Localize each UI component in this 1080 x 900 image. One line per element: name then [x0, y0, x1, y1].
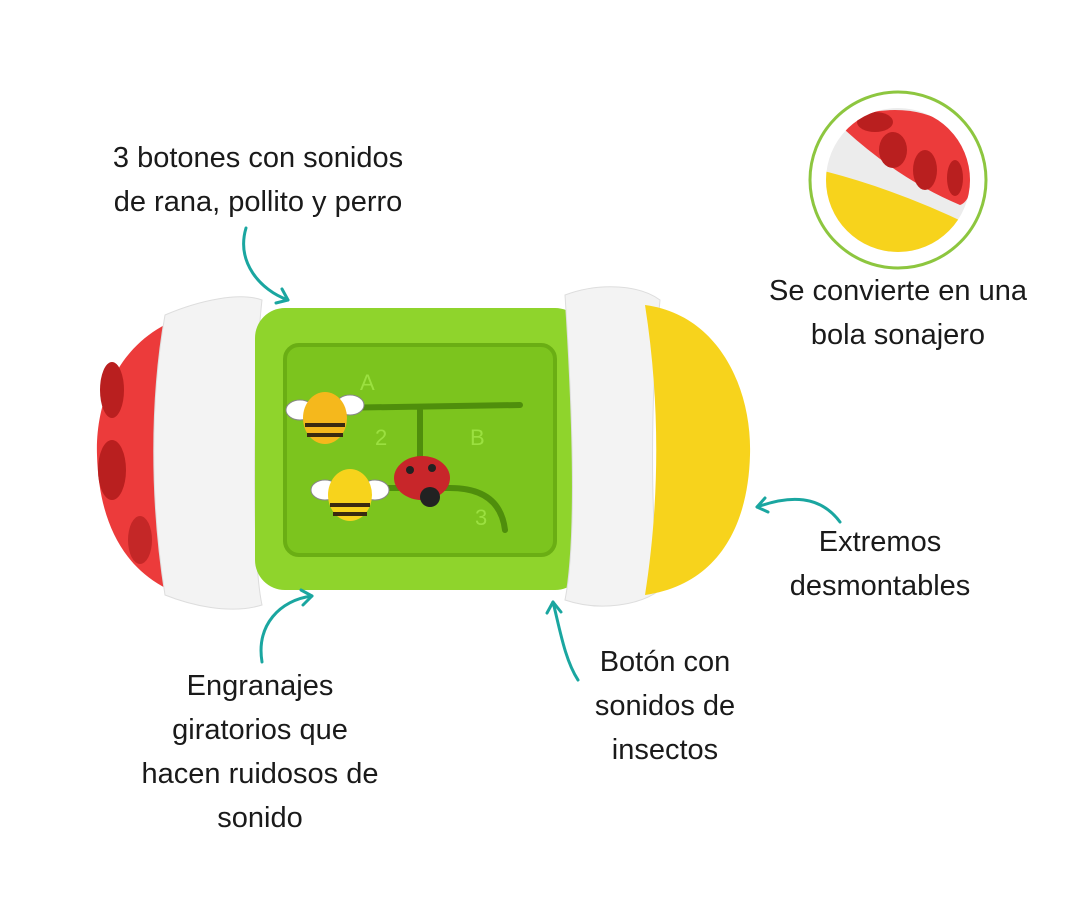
- white-right-collar: [564, 286, 661, 607]
- label-line: giratorios que: [172, 714, 348, 746]
- bee-button-icon: [285, 392, 365, 444]
- arrow-ends: [755, 496, 842, 524]
- panel-mark: A: [360, 370, 375, 395]
- white-left-collar: [153, 296, 263, 610]
- label-line: Botón con: [599, 646, 731, 678]
- arrow-insect-button: [545, 600, 580, 682]
- panel-mark: B: [470, 425, 485, 450]
- label-line: sonidos de: [594, 690, 736, 722]
- yellow-end-cap: [645, 305, 751, 595]
- panel-mark: 3: [475, 505, 487, 530]
- label-line: de rana, pollito y perro: [113, 186, 403, 218]
- label-ball-mode: Se convierte en una bola sonajero: [769, 269, 1027, 357]
- label-line: insectos: [611, 734, 719, 766]
- label-detachable-ends: Extremos desmontables: [790, 520, 971, 608]
- label-line: Engranajes: [186, 670, 334, 702]
- label-insect-button: Botón con sonidos de insectos: [595, 640, 735, 772]
- bee-button-icon: [310, 469, 390, 521]
- rattle-toy: A 2 B 3: [96, 286, 751, 610]
- ball-mode-inset: [808, 90, 988, 270]
- label-line: hacen ruidosos de: [141, 758, 379, 790]
- arrow-buttons: [242, 226, 290, 305]
- label-sound-buttons: 3 botones con sonidos de rana, pollito y…: [113, 136, 403, 224]
- label-line: bola sonajero: [810, 319, 986, 351]
- label-line: sonido: [217, 802, 303, 834]
- panel-mark: 2: [375, 425, 387, 450]
- label-line: 3 botones con sonidos: [112, 142, 404, 174]
- label-line: desmontables: [789, 570, 971, 602]
- arrow-gears: [259, 588, 314, 664]
- ladybug-button-icon: [394, 456, 450, 507]
- label-rotating-gears: Engranajes giratorios que hacen ruidosos…: [142, 664, 379, 840]
- label-line: Se convierte en una: [769, 275, 1027, 307]
- label-line: Extremos: [818, 526, 942, 558]
